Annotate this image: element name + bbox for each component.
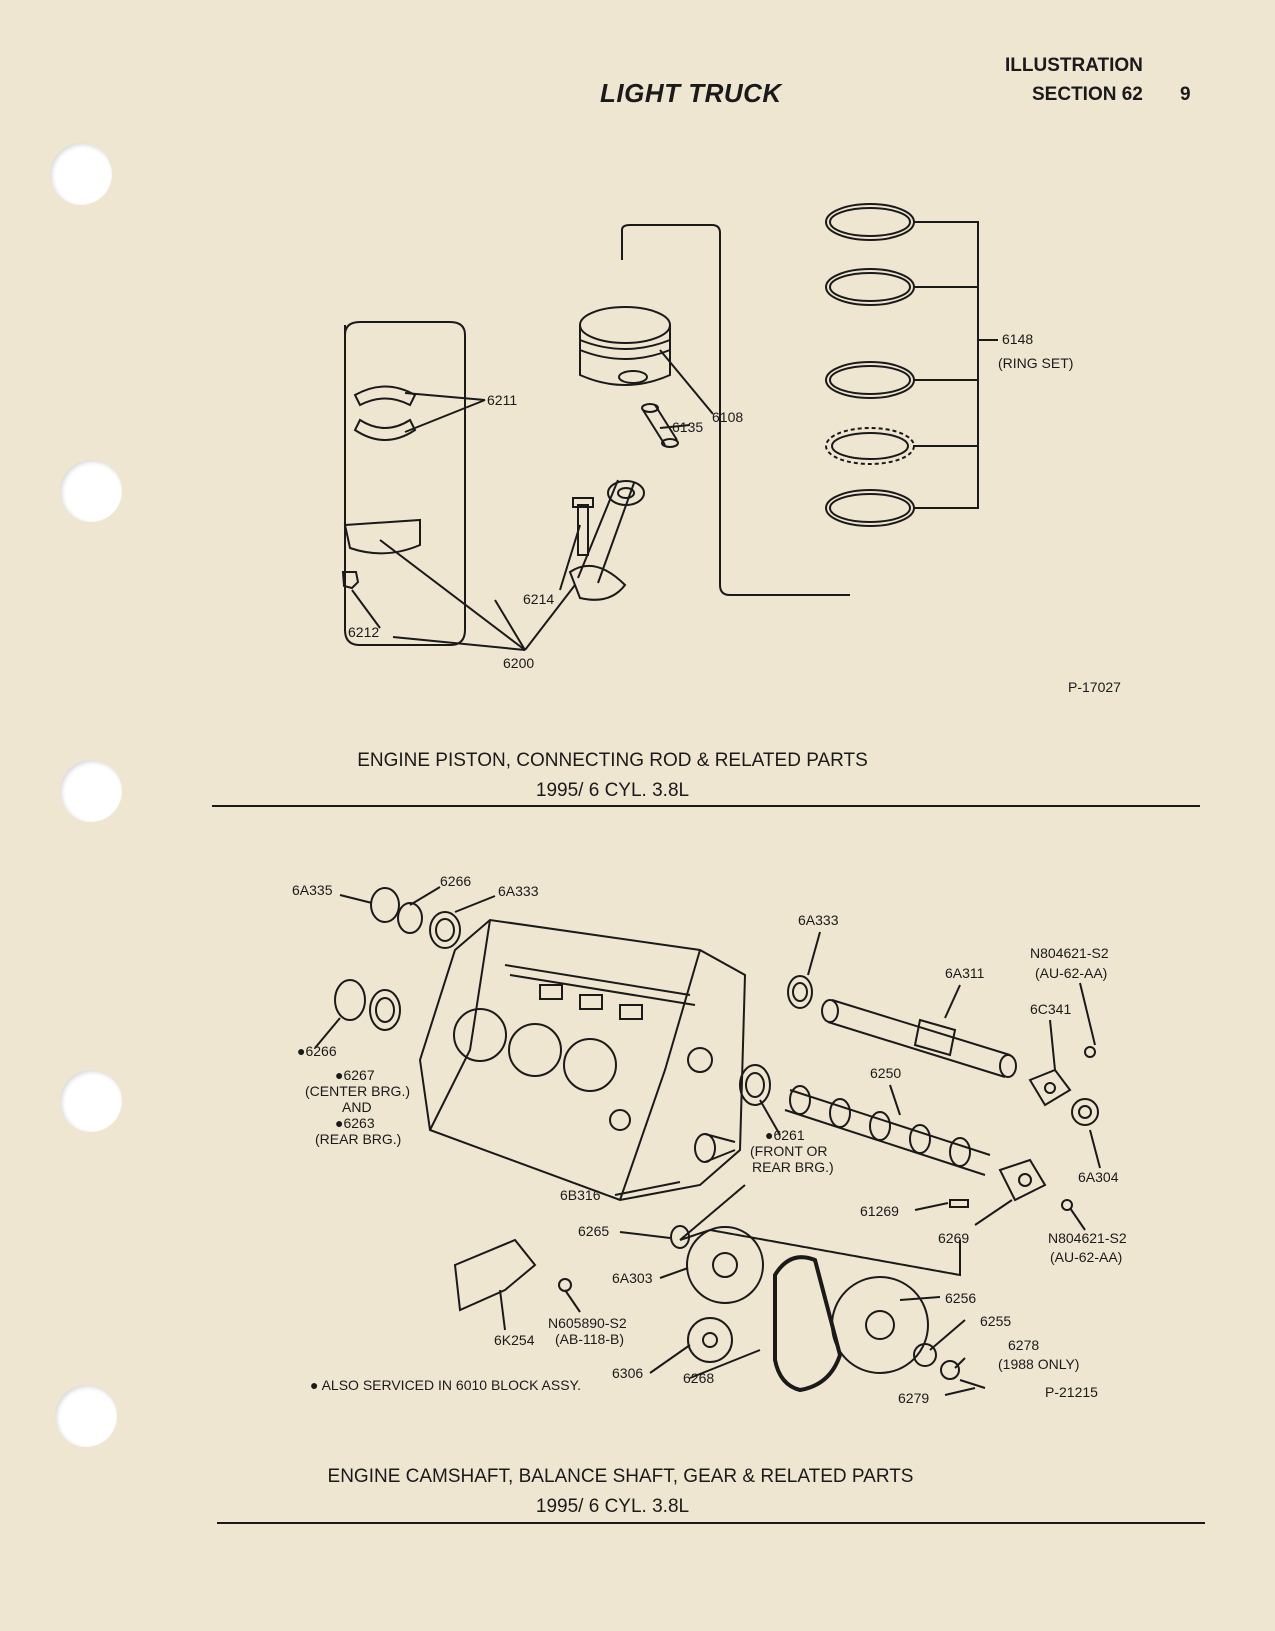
label-6a333-b: 6A333 [798,912,839,928]
figure1-ref: P-17027 [1068,679,1121,695]
label-n605890: N605890-S2 [548,1315,627,1331]
label-6135: 6135 [672,419,703,435]
label-6266-b: ●6266 [297,1043,337,1059]
label-6b316: 6B316 [560,1187,601,1203]
label-6a304: 6A304 [1078,1169,1119,1185]
label-6a303: 6A303 [612,1270,653,1286]
figure2-ref: P-21215 [1045,1384,1098,1400]
label-and: AND [342,1099,372,1115]
label-6265: 6265 [578,1223,609,1239]
label-6268: 6268 [683,1370,714,1386]
label-61269: 61269 [860,1203,899,1219]
label-rear-brg-2: REAR BRG.) [752,1159,834,1175]
label-au62-top: (AU-62-AA) [1035,965,1107,981]
label-6c341: 6C341 [1030,1001,1071,1017]
label-6211: 6211 [487,392,517,408]
page-title: LIGHT TRUCK [600,78,782,108]
label-6306: 6306 [612,1365,643,1381]
label-6k254: 6K254 [494,1332,535,1348]
label-6a335: 6A335 [292,882,333,898]
label-6108: 6108 [712,409,743,425]
binder-hole [60,460,122,522]
figure2-subcaption: 1995/ 6 CYL. 3.8L [535,1496,690,1517]
label-6278: 6278 [1008,1337,1039,1353]
label-ab118: (AB-118-B) [555,1331,624,1347]
label-au62-bottom: (AU-62-AA) [1050,1249,1122,1265]
figure2-caption: ENGINE CAMSHAFT, BALANCE SHAFT, GEAR & R… [327,1466,914,1487]
label-6256: 6256 [945,1290,976,1306]
label-ring-set: (RING SET) [998,355,1073,371]
label-6250: 6250 [870,1065,901,1081]
label-6a311: 6A311 [945,965,985,981]
figure1-subcaption: 1995/ 6 CYL. 3.8L [535,780,690,801]
label-6212: 6212 [348,624,379,640]
binder-hole [60,760,122,822]
figure2-footnote: ● ALSO SERVICED IN 6010 BLOCK ASSY. [310,1377,581,1393]
binder-hole [55,1385,117,1447]
label-front-or: (FRONT OR [750,1143,828,1159]
divider-rule [212,805,1200,807]
label-6148: 6148 [1002,331,1033,347]
label-6255: 6255 [980,1313,1011,1329]
label-6261: ●6261 [765,1127,805,1143]
divider-rule-bottom [217,1522,1205,1524]
label-n804621-bottom: N804621-S2 [1048,1230,1127,1246]
label-6200: 6200 [503,655,534,671]
label-6279: 6279 [898,1390,929,1406]
binder-hole [50,143,112,205]
page-number: 9 [1180,84,1191,105]
binder-hole [60,1070,122,1132]
label-center-brg: (CENTER BRG.) [305,1083,410,1099]
label-6266: 6266 [440,873,471,889]
section-label: SECTION 62 [1032,84,1143,105]
label-6263: ●6263 [335,1115,375,1131]
label-1988-only: (1988 ONLY) [998,1356,1079,1372]
figure1-caption: ENGINE PISTON, CONNECTING ROD & RELATED … [357,750,868,771]
label-6269: 6269 [938,1230,969,1246]
label-rear-brg: (REAR BRG.) [315,1131,401,1147]
label-6214: 6214 [523,591,554,607]
illustration-label: ILLUSTRATION [1005,55,1143,76]
label-n804621-top: N804621-S2 [1030,945,1109,961]
label-6267: ●6267 [335,1067,375,1083]
label-6a333: 6A333 [498,883,539,899]
